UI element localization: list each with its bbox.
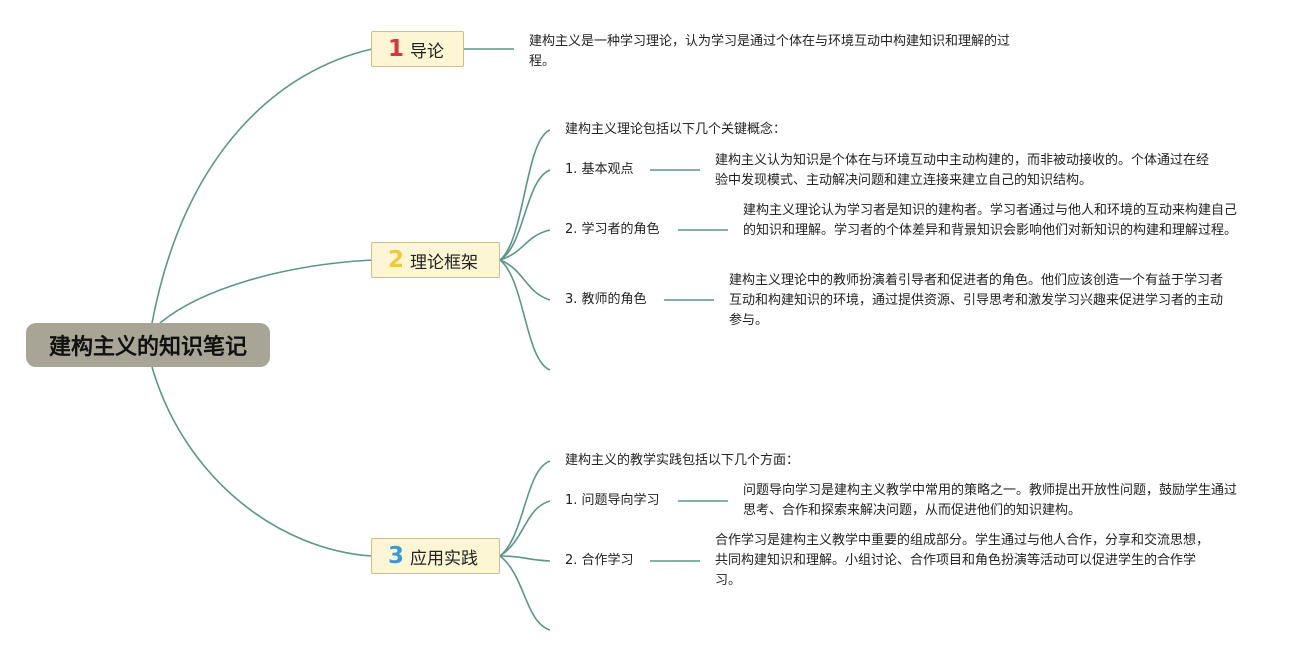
link-b2-empty — [499, 259, 551, 371]
branch-theoretical-framework[interactable]: 2 理论框架 — [371, 242, 500, 278]
practice-item-description: 问题导向学习是建构主义教学中常用的策略之一。教师提出开放性问题，鼓励学生通过思考… — [743, 483, 1238, 518]
framework-item-label[interactable]: 2. 学习者的角色 — [565, 222, 660, 237]
link-b2-item3 — [499, 259, 551, 301]
framework-item-description: 建构主义理论中的教师扮演着引导者和促进者的角色。他们应该创造一个有益于学习者互动… — [729, 273, 1224, 328]
branch-introduction[interactable]: 1 导论 — [371, 31, 464, 67]
link-b3-item1 — [499, 500, 551, 557]
branch-application-practice[interactable]: 3 应用实践 — [371, 538, 500, 574]
branch-label: 理论框架 — [410, 252, 479, 273]
practice-item-label[interactable]: 1. 问题导向学习 — [565, 493, 660, 508]
framework-item-description: 建构主义认为知识是个体在与环境互动中主动构建的，而非被动接收的。个体通过在经验中… — [715, 153, 1210, 188]
link-root-b1 — [151, 48, 373, 324]
introduction-description: 建构主义是一种学习理论，认为学习是通过个体在与环境互动中构建知识和理解的过程。 — [529, 34, 1011, 69]
framework-intro: 建构主义理论包括以下几个关键概念： — [565, 122, 787, 137]
framework-item-label[interactable]: 1. 基本观点 — [565, 162, 634, 177]
root-topic[interactable]: 建构主义的知识笔记 — [26, 323, 270, 367]
link-b3-item2 — [499, 555, 551, 562]
link-b2-item1 — [499, 169, 551, 261]
link-root-b2 — [159, 259, 373, 324]
practice-item-label[interactable]: 2. 合作学习 — [565, 553, 634, 568]
link-b2-intro — [499, 129, 551, 261]
link-b3-intro — [499, 460, 551, 557]
number-3-icon: 3 — [388, 542, 405, 569]
branch-label: 导论 — [410, 41, 445, 62]
number-2-icon: 2 — [388, 246, 405, 273]
practice-intro: 建构主义的教学实践包括以下几个方面： — [565, 453, 800, 468]
branch-label: 应用实践 — [410, 548, 479, 569]
framework-item-label[interactable]: 3. 教师的角色 — [565, 292, 647, 307]
number-1-icon: 1 — [388, 35, 405, 62]
link-b2-item2 — [499, 229, 551, 261]
link-root-b3 — [151, 366, 373, 557]
link-b3-empty — [499, 555, 551, 631]
framework-item-description: 建构主义理论认为学习者是知识的建构者。学习者通过与他人和环境的互动来构建自己的知… — [743, 203, 1238, 238]
practice-item-description: 合作学习是建构主义教学中重要的组成部分。学生通过与他人合作，分享和交流思想，共同… — [715, 533, 1210, 588]
